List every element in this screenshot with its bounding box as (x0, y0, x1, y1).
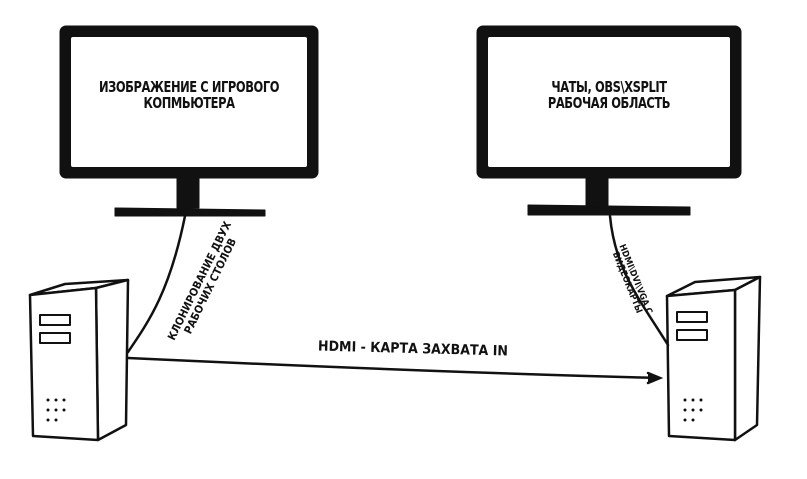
left-pc-tower (28, 278, 130, 442)
right-cable (608, 214, 670, 347)
right-monitor-line: рабочая область (547, 93, 671, 112)
right-monitor-text: Чаты, OBS\XSPLIT рабочая область (505, 78, 712, 112)
left-cable (126, 214, 187, 354)
arrow-icon (646, 371, 664, 385)
right-pc-tower (665, 275, 762, 442)
left-monitor (59, 25, 319, 217)
left-monitor-line: копмьютера (143, 93, 235, 112)
right-monitor (476, 25, 742, 216)
right-monitor-line: Чаты, OBS\XSPLIT (551, 78, 667, 96)
capture-cable (126, 356, 660, 380)
left-monitor-text: Изображение с игрового копмьютера (88, 78, 290, 112)
left-monitor-line: Изображение с игрового (98, 78, 280, 96)
